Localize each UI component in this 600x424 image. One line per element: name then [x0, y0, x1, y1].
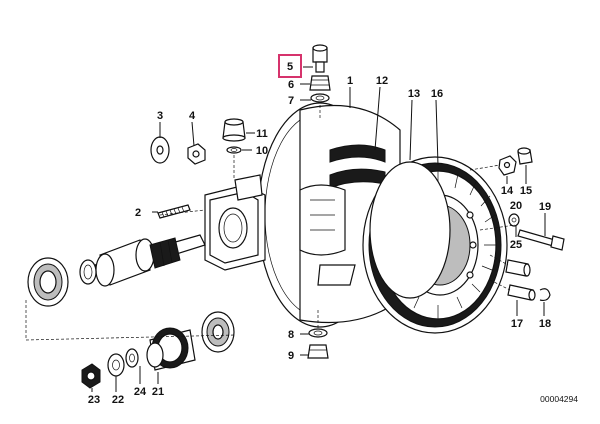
part-label-22: 22	[112, 394, 124, 406]
drawing-number: 00004294	[540, 394, 578, 404]
bolt-5	[312, 44, 328, 73]
gear-21	[146, 327, 196, 371]
part-label-11: 11	[256, 128, 268, 140]
clip-18	[539, 288, 551, 302]
pinion-housing-flange	[204, 174, 266, 271]
part-label-15: 15	[520, 185, 532, 197]
washer-7	[310, 93, 330, 103]
part-label-10: 10	[256, 145, 268, 157]
part-label-4: 4	[189, 110, 196, 122]
washer-3	[150, 136, 170, 164]
highlight-box-part-5	[278, 54, 302, 78]
part-label-1: 1	[347, 75, 353, 87]
part-label-18: 18	[539, 318, 551, 330]
pin-17	[507, 284, 536, 301]
part-label-6: 6	[288, 79, 294, 91]
washer-22	[107, 353, 125, 377]
part-label-5: 5	[287, 61, 293, 73]
part-label-8: 8	[288, 329, 294, 341]
final-drive-housing	[257, 102, 401, 328]
threaded-stud	[157, 204, 191, 219]
callout-lines	[91, 66, 546, 392]
part-label-14: 14	[501, 185, 514, 197]
seal-ring-10	[226, 146, 242, 154]
nut-14	[498, 155, 517, 176]
part-label-7: 7	[288, 95, 294, 107]
part-label-23: 23	[88, 394, 100, 406]
nut-23	[81, 363, 101, 389]
washer-20	[508, 213, 520, 227]
part-label-20: 20	[510, 200, 522, 212]
bolt-15	[517, 147, 533, 165]
part-label-3: 3	[157, 110, 163, 122]
nut-4	[187, 143, 206, 165]
part-label-14-drum: 16	[431, 88, 443, 100]
bolt-19	[517, 229, 565, 251]
washer-24	[125, 348, 139, 368]
drain-bolt-9	[307, 344, 329, 359]
part-label-19: 19	[539, 201, 551, 213]
washer-8	[308, 328, 328, 338]
seal-cover	[201, 311, 235, 353]
part-label-25: 25	[510, 239, 522, 251]
part-label-17: 17	[511, 318, 523, 330]
pin-25	[505, 259, 531, 277]
part-label-13: 13	[408, 88, 420, 100]
part-label-12: 12	[376, 75, 388, 87]
filler-cap-11	[222, 118, 246, 142]
leader-lines	[25, 105, 516, 341]
part-label-24: 24	[134, 386, 147, 398]
drum-inner-ring	[369, 161, 451, 299]
fitting-6	[309, 75, 331, 91]
part-label-21: 21	[152, 386, 164, 398]
pinion-assembly	[27, 234, 206, 307]
part-label-9: 9	[288, 350, 294, 362]
part-label-2: 2	[135, 207, 141, 219]
